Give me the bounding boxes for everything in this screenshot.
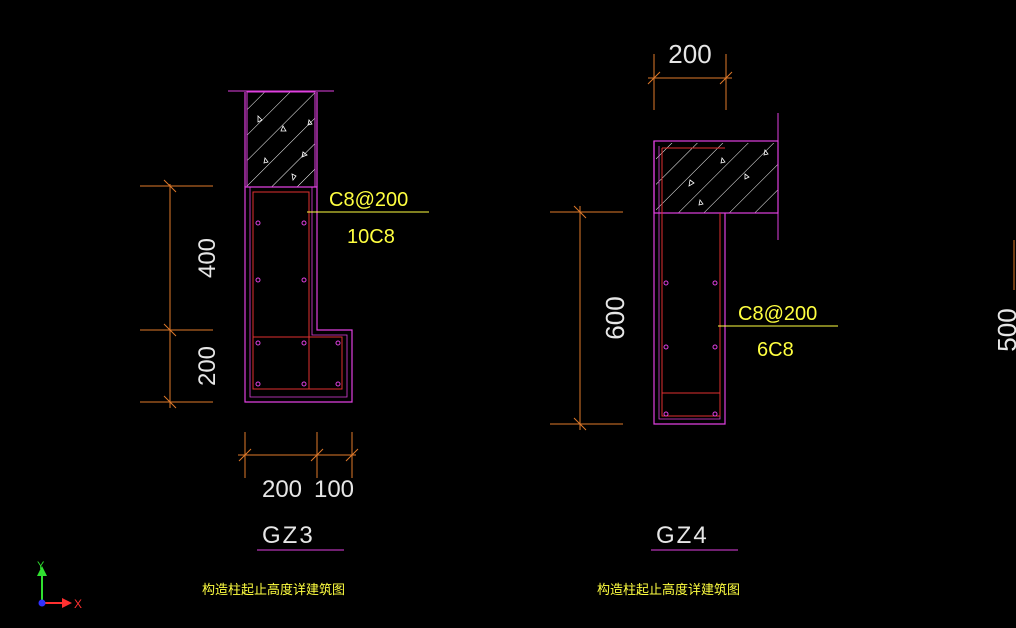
gz3-detail: 400 200 200 100 C8@200 10C8 GZ3 构造柱起止高度详… (140, 90, 429, 598)
ucs-x-label: X (74, 597, 82, 611)
ucs-y-label: Y (37, 560, 45, 572)
ucs-origin-icon (38, 599, 46, 607)
gz3-stirrup-leg (252, 336, 343, 390)
gz3-vertical-dimension (140, 179, 213, 409)
gz4-top-dimension (647, 54, 733, 110)
gz4-stirrup-bottom (661, 392, 721, 417)
gz3-name: GZ3 (262, 522, 315, 549)
gz4-detail: 200 600 C8@200 (550, 39, 838, 598)
partial-detail: 500 (992, 240, 1016, 352)
partial-dim-label: 500 (992, 308, 1016, 351)
gz3-column-outline (244, 186, 353, 403)
gz3-column-inner (249, 187, 348, 398)
gz4-vertical-dimension (550, 205, 623, 431)
gz4-rebar-stirrup-label: C8@200 (738, 303, 817, 325)
gz3-dim-400: 400 (194, 238, 221, 278)
gz3-rebar-stirrup-label: C8@200 (329, 189, 408, 211)
gz4-dim-200: 200 (668, 39, 711, 69)
gz3-dim-200-horizontal: 200 (262, 476, 302, 503)
gz3-caption: 构造柱起止高度详建筑图 (202, 582, 345, 598)
gz3-rebar-main-label: 10C8 (347, 226, 395, 248)
gz4-beam-aggregate (688, 149, 769, 206)
gz4-caption: 构造柱起止高度详建筑图 (597, 582, 740, 598)
gz3-wall-hatch (247, 92, 315, 187)
gz4-name: GZ4 (656, 522, 709, 549)
ucs-x-arrow-icon (62, 598, 72, 608)
gz4-rebar-main-label: 6C8 (757, 339, 794, 361)
gz4-rebar-dots (663, 280, 718, 417)
gz3-horizontal-dimension (238, 432, 359, 478)
ucs-icon: Y X (37, 560, 82, 611)
gz3-wall-aggregate (257, 115, 313, 181)
gz4-dim-600: 600 (600, 296, 630, 339)
gz3-rebar-dots (255, 220, 341, 387)
gz3-dim-100: 100 (314, 476, 354, 503)
gz3-dim-200-vertical: 200 (194, 346, 221, 386)
ucs-y-arrow-icon (37, 566, 47, 576)
gz4-column-outline (653, 141, 726, 425)
gz4-beam-hatch (656, 143, 778, 213)
gz3-stirrup-main (252, 191, 310, 390)
